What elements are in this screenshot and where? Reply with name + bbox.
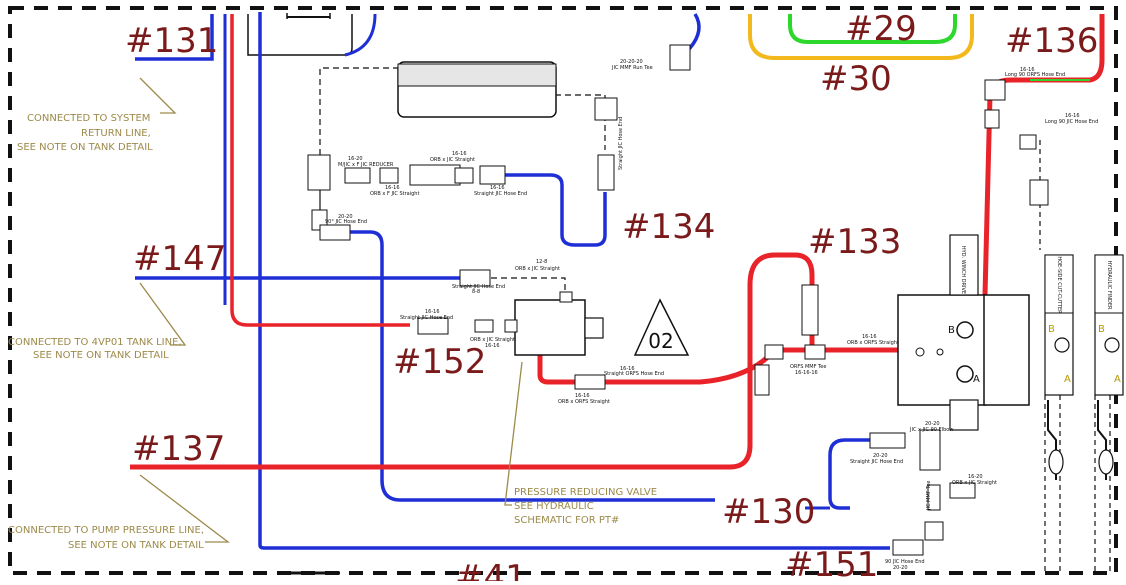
port-b-label: B — [948, 325, 955, 336]
note-return-2: RETURN LINE, — [81, 128, 151, 139]
label-134: #134 — [622, 207, 715, 247]
svg-text:A: A — [1114, 374, 1121, 385]
label-136: #136 — [1005, 21, 1098, 61]
svg-text:16-16: 16-16 — [485, 343, 500, 349]
svg-text:16-16: 16-16 — [1065, 113, 1080, 119]
leader-return — [139, 77, 177, 114]
label-147: #147 — [133, 239, 226, 279]
note-pump-2: SEE NOTE ON TANK DETAIL — [68, 540, 204, 551]
svg-text:20-20: 20-20 — [925, 421, 940, 427]
leader-pump — [139, 474, 230, 543]
svg-text:B: B — [1048, 324, 1055, 335]
fittings-group — [307, 44, 1049, 556]
border-frame — [8, 6, 1118, 575]
valve-block — [897, 294, 987, 406]
svg-text:16-16: 16-16 — [425, 309, 440, 315]
svg-text:16-16: 16-16 — [620, 366, 635, 372]
drive-label: HYD. WINCH DRIVE — [960, 246, 966, 294]
line-152 — [230, 14, 410, 327]
line-151 — [258, 12, 890, 550]
machine-outline — [247, 14, 353, 56]
label-151: #151 — [785, 545, 878, 581]
label-130: #130 — [722, 492, 815, 532]
note-tank-1: CONNECTED TO 4VP01 TANK LINE, — [8, 337, 182, 348]
svg-text:8-8: 8-8 — [472, 289, 480, 295]
orange-line — [748, 14, 974, 60]
svg-text:JIC MMF Tee: JIC MMF Tee — [926, 481, 932, 511]
label-133: #133 — [808, 222, 901, 262]
svg-text:16-16: 16-16 — [385, 185, 400, 191]
svg-text:ORB x JIC Straight: ORB x JIC Straight — [515, 266, 560, 272]
svg-text:Straight JIC Hose End: Straight JIC Hose End — [400, 315, 453, 321]
green-line — [788, 14, 957, 44]
svg-text:90° JIC Hose End: 90° JIC Hose End — [325, 219, 367, 225]
pressure-reducing-valve — [514, 299, 586, 356]
svg-text:A: A — [1064, 374, 1071, 385]
svg-text:16-16-16: 16-16-16 — [795, 370, 818, 376]
svg-text:JIC MMF Run Tee: JIC MMF Run Tee — [611, 65, 653, 71]
svg-text:16-16: 16-16 — [1020, 67, 1035, 73]
svg-text:16-16: 16-16 — [862, 334, 877, 340]
port-a-label: A — [973, 374, 980, 385]
svg-text:Straight JIC Hose End: Straight JIC Hose End — [452, 284, 505, 290]
label-131: #131 — [125, 21, 218, 61]
svg-text:Straight JIC Hose End: Straight JIC Hose End — [850, 459, 903, 465]
label-41: #41 — [455, 558, 527, 581]
svg-text:JIC x JIC 90 Elbow: JIC x JIC 90 Elbow — [909, 427, 953, 433]
triangle-tag: 02 — [648, 329, 673, 353]
svg-text:12-8: 12-8 — [536, 259, 547, 265]
note-return-1: CONNECTED TO SYSTEM — [27, 113, 150, 124]
label-137: #137 — [132, 429, 225, 469]
svg-text:ORB x JIC Straight: ORB x JIC Straight — [430, 157, 475, 163]
line-134 — [500, 173, 607, 247]
svg-text:B: B — [1098, 324, 1105, 335]
line-131 — [135, 14, 214, 61]
svg-text:HOE-SIDE CUT-CUTTER: HOE-SIDE CUT-CUTTER — [1056, 256, 1062, 314]
label-29: #29 — [845, 9, 917, 49]
svg-text:Straight ORFS Hose End: Straight ORFS Hose End — [604, 371, 664, 377]
label-152: #152 — [393, 342, 486, 382]
svg-text:16-20: 16-20 — [968, 474, 983, 480]
svg-text:M/JIC x F JIC REDUCER: M/JIC x F JIC REDUCER — [338, 162, 394, 168]
svg-text:20-20: 20-20 — [873, 453, 888, 459]
leader-valve — [504, 361, 523, 506]
svg-text:ORB x JIC Straight: ORB x JIC Straight — [952, 480, 997, 486]
svg-text:16-16: 16-16 — [575, 393, 590, 399]
svg-text:16-16: 16-16 — [452, 151, 467, 157]
svg-text:ORFS MMF Tee: ORFS MMF Tee — [790, 364, 826, 370]
svg-text:16-20: 16-20 — [348, 156, 363, 162]
svg-text:ORB x F JIC Straight: ORB x F JIC Straight — [370, 191, 419, 197]
note-tank-2: SEE NOTE ON TANK DETAIL — [33, 350, 169, 361]
svg-text:20-20: 20-20 — [893, 565, 908, 571]
revision-triangle — [633, 298, 690, 356]
svg-text:Long 90 ORFS Hose End: Long 90 ORFS Hose End — [1005, 72, 1065, 78]
line-133 — [537, 347, 905, 385]
note-valve-3: SCHEMATIC FOR PT# — [514, 515, 619, 526]
svg-text:Long 90 JIC Hose End: Long 90 JIC Hose End — [1045, 119, 1098, 125]
note-valve-2: SEE HYDRAULIC — [514, 501, 594, 512]
note-return-3: SEE NOTE ON TANK DETAIL — [17, 142, 153, 153]
svg-text:ORB x ORFS Straight: ORB x ORFS Straight — [847, 340, 899, 346]
leader-tank — [139, 282, 187, 346]
note-valve-1: PRESSURE REDUCING VALVE — [514, 487, 657, 498]
svg-text:90 JIC Hose End: 90 JIC Hose End — [885, 559, 925, 565]
svg-text:ORB x ORFS Straight: ORB x ORFS Straight — [558, 399, 610, 405]
line-137 — [130, 252, 815, 470]
svg-text:HYDRAULIC FINDER: HYDRAULIC FINDER — [1106, 261, 1112, 310]
label-30: #30 — [820, 59, 892, 99]
svg-text:ORB x JIC Straight: ORB x JIC Straight — [470, 337, 515, 343]
svg-text:20-20: 20-20 — [338, 214, 353, 220]
note-pump-1: CONNECTED TO PUMP PRESSURE LINE, — [8, 525, 204, 536]
svg-text:16-16: 16-16 — [490, 185, 505, 191]
svg-text:20-20-20: 20-20-20 — [620, 59, 643, 65]
svg-text:Straight JIC Hose End: Straight JIC Hose End — [474, 191, 527, 197]
line-130 — [340, 230, 715, 502]
svg-text:Straight JIC Hose End: Straight JIC Hose End — [618, 117, 624, 170]
